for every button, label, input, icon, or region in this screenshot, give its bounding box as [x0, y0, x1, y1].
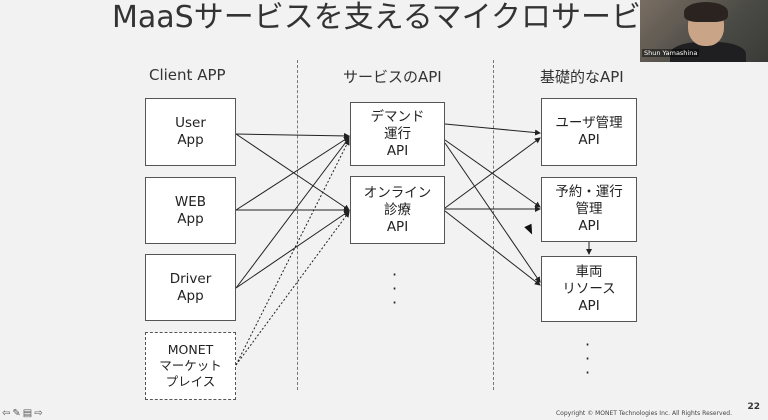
box-driver-app: Driver App [145, 254, 236, 321]
presenter-video [640, 0, 768, 62]
box-web-app: WEB App [145, 177, 236, 244]
box-monet-marketplace: MONET マーケット プレイス [145, 332, 236, 400]
column-header-base: 基礎的なAPI [540, 68, 624, 86]
menu-icon[interactable]: ▤ [22, 408, 35, 419]
arrow-right-icon[interactable]: ⇨ [34, 408, 45, 419]
box-reservation-operation-api: 予約・運行 管理 API [541, 177, 637, 242]
column-divider-left [297, 60, 298, 390]
edge-driver-demand [235, 137, 350, 289]
column-header-service: サービスのAPI [343, 68, 442, 86]
edge-demand-vehicle [444, 142, 541, 283]
slide-nav[interactable]: ⇦✎▤⇨ [2, 408, 45, 419]
box-user-management-api: ユーザ管理 API [541, 98, 637, 166]
service-ellipsis: · · · [392, 265, 398, 312]
edge-web-demand [235, 136, 350, 211]
base-ellipsis: · · · [585, 335, 591, 382]
column-header-client: Client APP [149, 66, 226, 84]
pen-icon[interactable]: ✎ [12, 408, 23, 419]
presenter-name: Shun Yamashina [642, 49, 700, 57]
box-online-clinic-api: オンライン 診療 API [350, 176, 445, 244]
box-user-app: User App [145, 98, 236, 166]
page-number: 22 [747, 402, 760, 412]
box-demand-api: デマンド 運行 API [350, 102, 445, 166]
edge-user-online [235, 133, 350, 211]
edge-market-online [235, 211, 350, 366]
column-divider-right [493, 60, 494, 390]
arrow-left-icon[interactable]: ⇦ [2, 408, 13, 419]
edge-online-vehicle [444, 210, 541, 286]
edge-demand-user [444, 123, 541, 136]
copyright-text: Copyright © MONET Technologies Inc. All … [555, 410, 732, 417]
slide-title: MaaSサービスを支えるマイクロサービス [112, 0, 671, 35]
edge-user-demand [235, 132, 350, 139]
box-vehicle-resource-api: 車両 リソース API [541, 256, 637, 322]
edge-driver-online [235, 210, 350, 289]
edge-market-demand [235, 139, 350, 366]
edge-online-user [444, 137, 541, 209]
